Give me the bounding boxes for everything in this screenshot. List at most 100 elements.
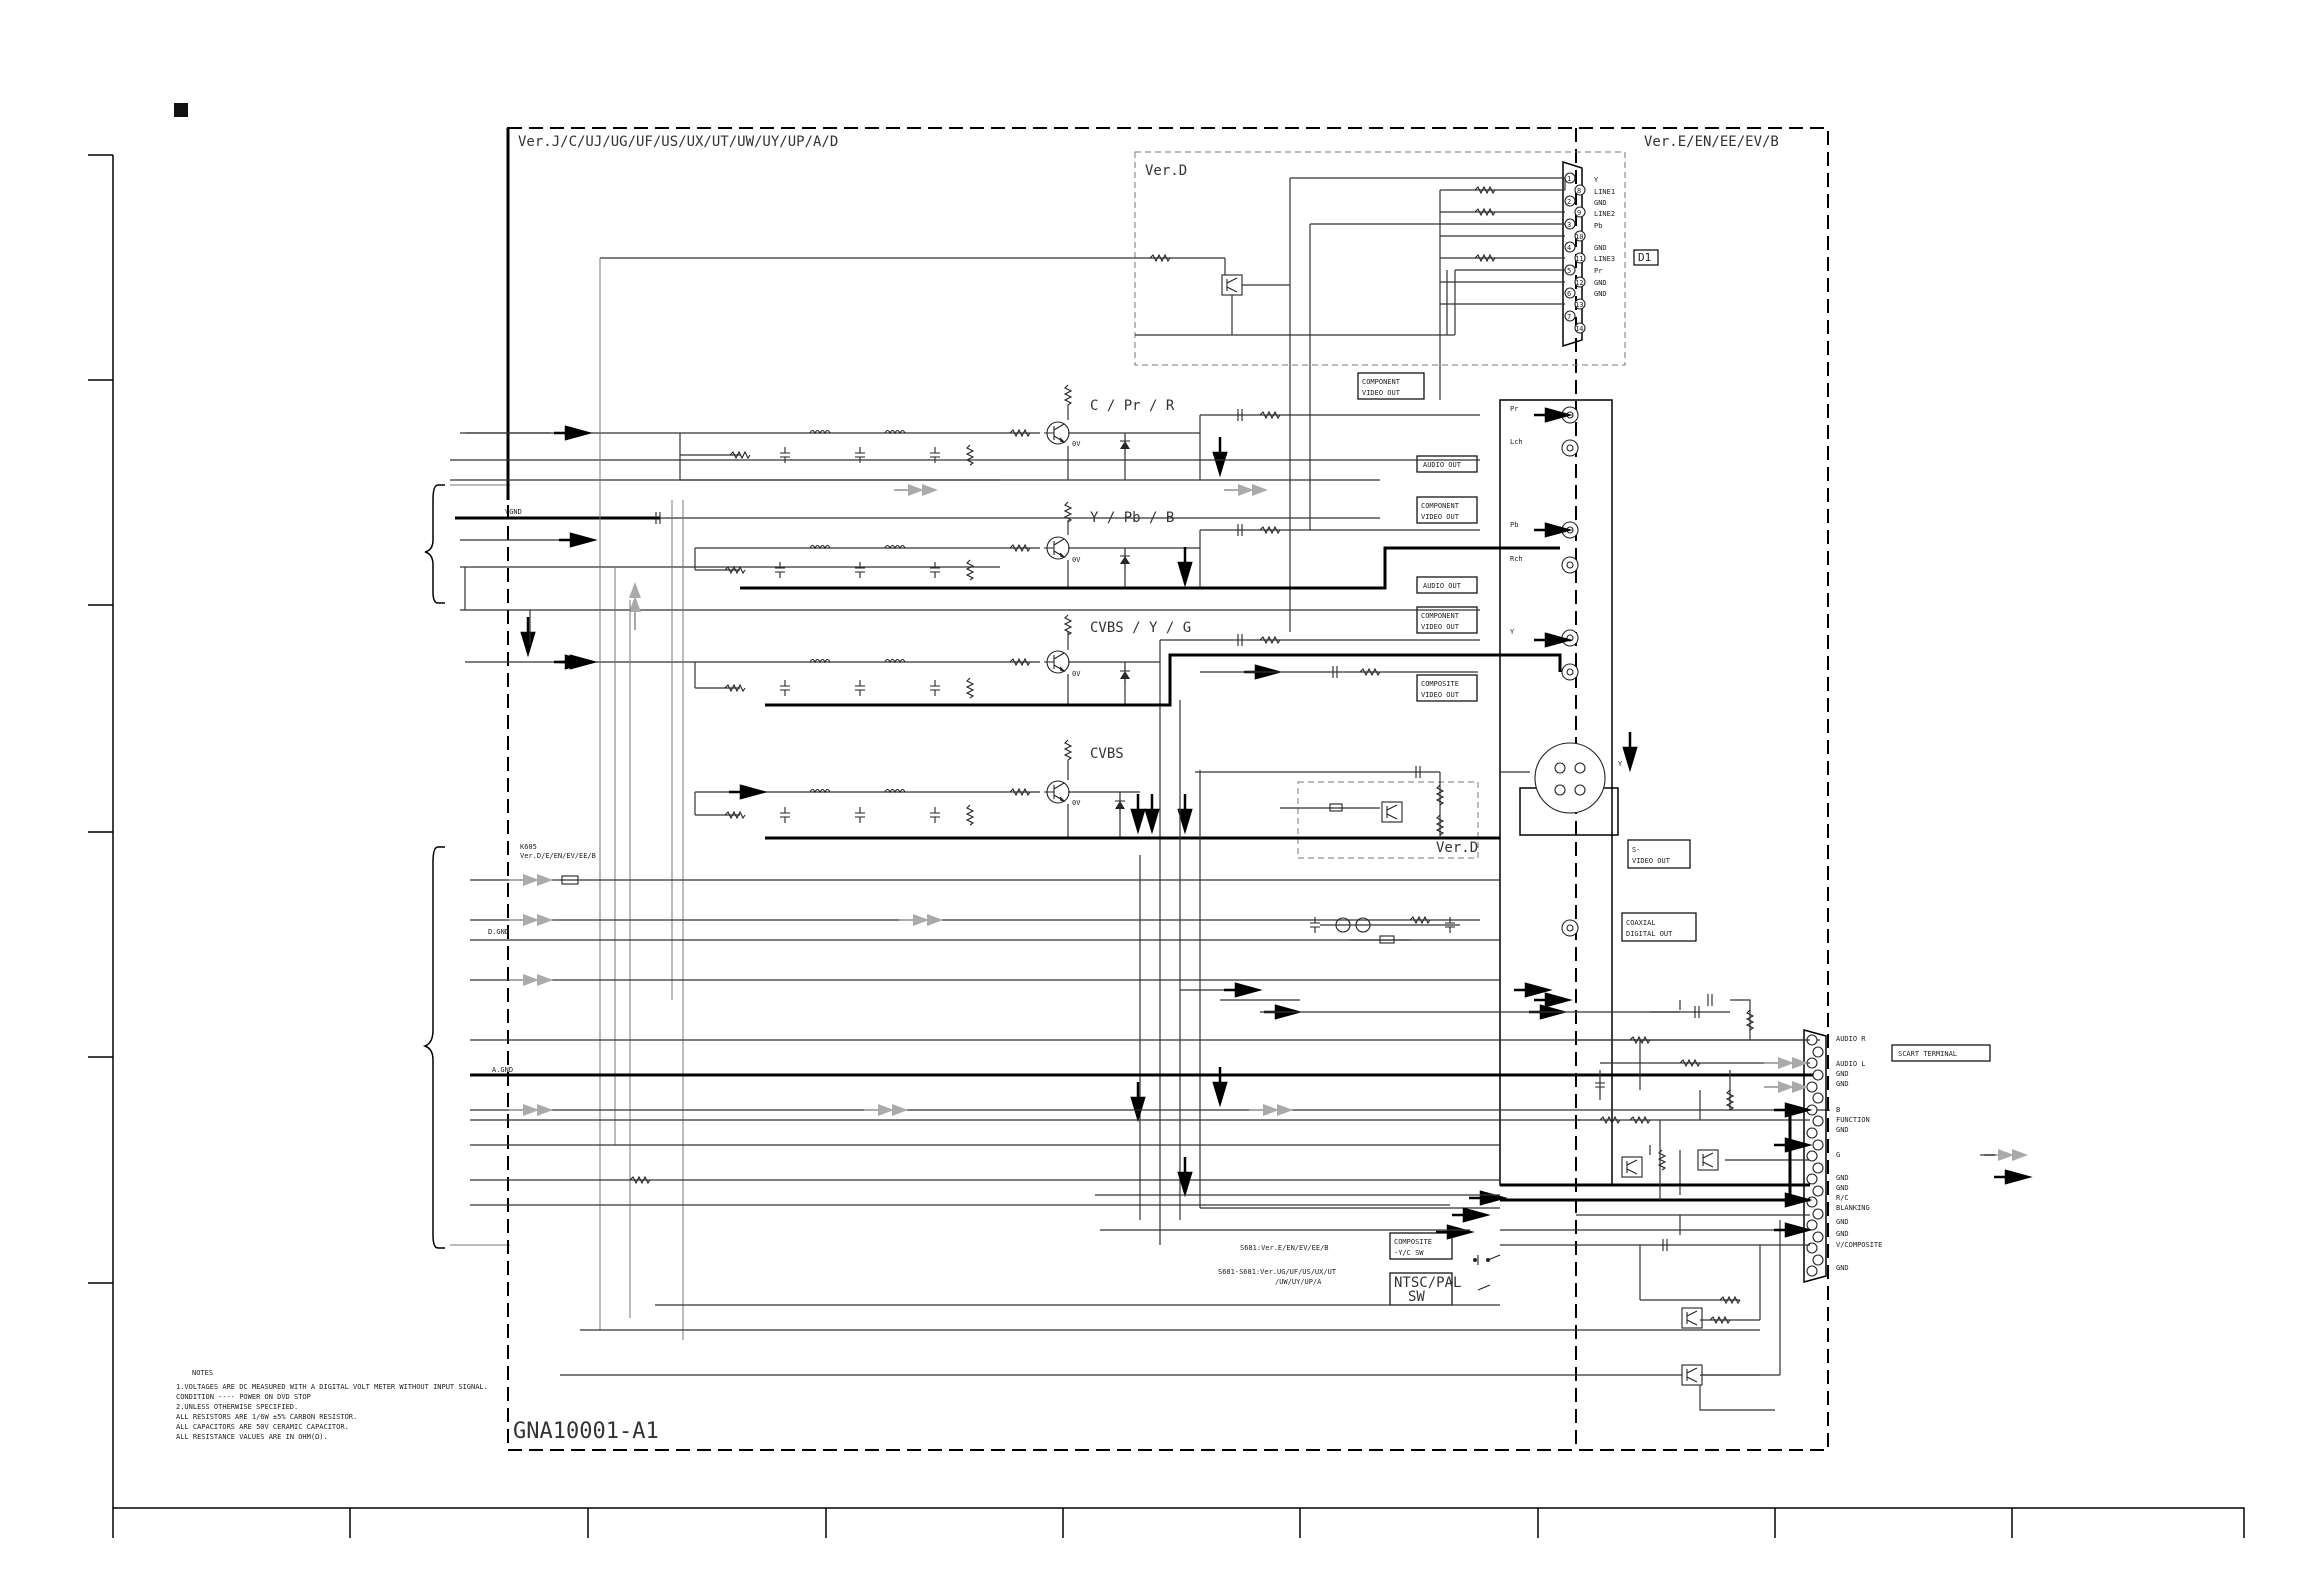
svg-text:GND: GND (1594, 244, 1607, 252)
svg-text:V/COMPOSITE: V/COMPOSITE (1836, 1241, 1882, 1249)
svg-text:9: 9 (1577, 209, 1581, 217)
svg-text:GND: GND (1836, 1070, 1849, 1078)
svg-text:GND: GND (1836, 1174, 1849, 1182)
svg-text:5: 5 (1567, 267, 1571, 275)
svg-text:COMPONENT: COMPONENT (1362, 378, 1401, 386)
svg-text:COMPONENT: COMPONENT (1421, 612, 1460, 620)
svg-text:Pb: Pb (1594, 222, 1602, 230)
notes-line-6: ALL RESISTANCE VALUES ARE IN OHM(Ω). (176, 1433, 328, 1441)
d1-wiring (600, 177, 1566, 632)
legend-black-signal-arrow (1992, 1169, 2030, 1185)
switch-notes: S681:Ver.E/EN/EV/EE/B S681-S681:Ver.UG/U… (1218, 1244, 1501, 1291)
scart-wiring (1500, 992, 1810, 1252)
ver-d-top-label: Ver.D (1145, 163, 1187, 179)
ver-d-mid-block: Ver.D (1297, 781, 1479, 859)
svg-text:SW: SW (1408, 1289, 1425, 1305)
upper-input-wiring: VGND (450, 432, 1480, 670)
svg-text:2: 2 (1567, 198, 1571, 206)
notes-line-5: ALL CAPACITORS ARE 50V CERAMIC CAPACITOR… (176, 1423, 349, 1431)
svg-text:VIDEO OUT: VIDEO OUT (1632, 857, 1671, 865)
svg-text:S681:Ver.E/EN/EV/EE/B: S681:Ver.E/EN/EV/EE/B (1240, 1244, 1329, 1252)
region-right-label: Ver.E/EN/EE/EV/B (1644, 134, 1779, 150)
svg-text:VIDEO OUT: VIDEO OUT (1421, 691, 1460, 699)
jack-lch-label: Lch (1510, 438, 1523, 446)
svg-text:S-: S- (1632, 846, 1640, 854)
d1-connector: 1 8 2 9 3 10 4 11 5 12 6 13 7 14 Y LINE1… (1562, 160, 1659, 348)
svg-text:4: 4 (1567, 244, 1571, 252)
svg-text:14: 14 (1575, 325, 1583, 333)
notes-line-1: 1.VOLTAGES ARE DC MEASURED WITH A DIGITA… (176, 1383, 488, 1391)
vertical-buses (599, 258, 1201, 1340)
svg-text:COMPONENT: COMPONENT (1421, 502, 1460, 510)
k605-label: K605 (520, 843, 537, 851)
svg-text:COMPOSITE: COMPOSITE (1421, 680, 1459, 688)
s-video-connector (1534, 742, 1606, 814)
svg-text:AUDIO L: AUDIO L (1836, 1060, 1866, 1068)
svg-text:LINE2: LINE2 (1594, 210, 1615, 218)
svg-text:SCART TERMINAL: SCART TERMINAL (1898, 1050, 1957, 1058)
board-id-label: GNA10001-A1 (513, 1419, 659, 1444)
svg-text:S681-S681:Ver.UG/UF/US/UX/UT: S681-S681:Ver.UG/UF/US/UX/UT (1218, 1268, 1337, 1276)
svg-text:Pr: Pr (1594, 267, 1602, 275)
jack-pr-label: Pr (1510, 405, 1518, 413)
channel-3-label: CVBS / Y / G (1090, 620, 1191, 636)
channel-3: CVBS / Y / G 0V (465, 614, 1570, 1245)
d1-label: D1 (1638, 251, 1651, 264)
svg-text:12: 12 (1575, 279, 1583, 287)
agnd-label: A.GND (492, 1066, 513, 1074)
svg-text:10: 10 (1575, 233, 1583, 241)
s-video-pin-label: Y (1618, 760, 1623, 768)
scart-connector: AUDIO R AUDIO L GND GND B FUNCTION GND G… (1803, 1029, 1882, 1283)
ver-d-top-block: Ver.D (1134, 151, 1626, 366)
notes-line-4: ALL RESISTORS ARE 1/6W ±5% CARBON RESIST… (176, 1413, 357, 1421)
d1-pin-labels: Y LINE1 GND LINE2 Pb GND LINE3 Pr GND GN… (1594, 176, 1615, 298)
svg-text:8: 8 (1577, 187, 1581, 195)
notes-title: NOTES (192, 1369, 213, 1377)
svg-text:GND: GND (1836, 1184, 1849, 1192)
lower-input-wiring: K605 Ver.D/E/EN/EV/EE/B D.GND A.GND (470, 843, 1830, 1411)
svg-text:GND: GND (1836, 1080, 1849, 1088)
svg-text:3: 3 (1567, 221, 1571, 229)
svg-text:COAXIAL: COAXIAL (1626, 919, 1656, 927)
notes-line-2: CONDITION ---- POWER ON DVD STOP (176, 1393, 311, 1401)
channel-2-voltage: 0V (1072, 556, 1081, 564)
d1-label-box (1633, 249, 1659, 266)
svg-text:LINE1: LINE1 (1594, 188, 1615, 196)
legend (1980, 1148, 2030, 1185)
version-region-frame: Ver.J/C/UJ/UG/UF/US/UX/UT/UW/UY/UP/A/D V… (506, 127, 1829, 1451)
svg-text:11: 11 (1575, 255, 1583, 263)
k605-version-label: Ver.D/E/EN/EV/EE/B (520, 852, 596, 860)
channel-4: CVBS 0V (694, 739, 1530, 840)
left-harness-brackets (422, 484, 510, 1249)
vgnd-label: VGND (505, 508, 522, 516)
svg-text:GND: GND (1836, 1230, 1849, 1238)
jack-rch-label: Rch (1510, 555, 1523, 563)
d1-pin-numbers: 1 8 2 9 3 10 4 11 5 12 6 13 7 14 (1567, 175, 1583, 333)
svg-text:GND: GND (1594, 290, 1607, 298)
svg-text:6: 6 (1567, 290, 1571, 298)
region-left-label: Ver.J/C/UJ/UG/UF/US/UX/UT/UW/UY/UP/A/D (518, 134, 838, 150)
svg-text:VIDEO OUT: VIDEO OUT (1421, 623, 1460, 631)
jack-pb-label: Pb (1510, 521, 1518, 529)
svg-text:R/C: R/C (1836, 1194, 1849, 1202)
channel-1-label: C / Pr / R (1090, 398, 1175, 414)
svg-text:GND: GND (1836, 1264, 1849, 1272)
svg-text:AUDIO OUT: AUDIO OUT (1423, 582, 1462, 590)
svg-text:NTSC/PAL: NTSC/PAL (1394, 1275, 1461, 1291)
svg-text:1: 1 (1567, 175, 1571, 183)
svg-text:LINE3: LINE3 (1594, 255, 1615, 263)
svg-text:AUDIO R: AUDIO R (1836, 1035, 1866, 1043)
notes: NOTES 1.VOLTAGES ARE DC MEASURED WITH A … (176, 1369, 488, 1441)
svg-text:Y: Y (1594, 176, 1599, 184)
notes-line-3: 2.UNLESS OTHERWISE SPECIFIED. (176, 1403, 298, 1411)
svg-text:G: G (1836, 1151, 1840, 1159)
svg-text:VIDEO OUT: VIDEO OUT (1362, 389, 1401, 397)
svg-text:GND: GND (1594, 279, 1607, 287)
d1-pin-circles (1564, 172, 1586, 334)
drawing-frame (88, 154, 2245, 1538)
svg-text:BLANKING: BLANKING (1836, 1204, 1870, 1212)
channel-3-voltage: 0V (1072, 670, 1081, 678)
svg-text:COMPOSITE: COMPOSITE (1394, 1238, 1432, 1246)
channel-4-label: CVBS (1090, 746, 1124, 762)
